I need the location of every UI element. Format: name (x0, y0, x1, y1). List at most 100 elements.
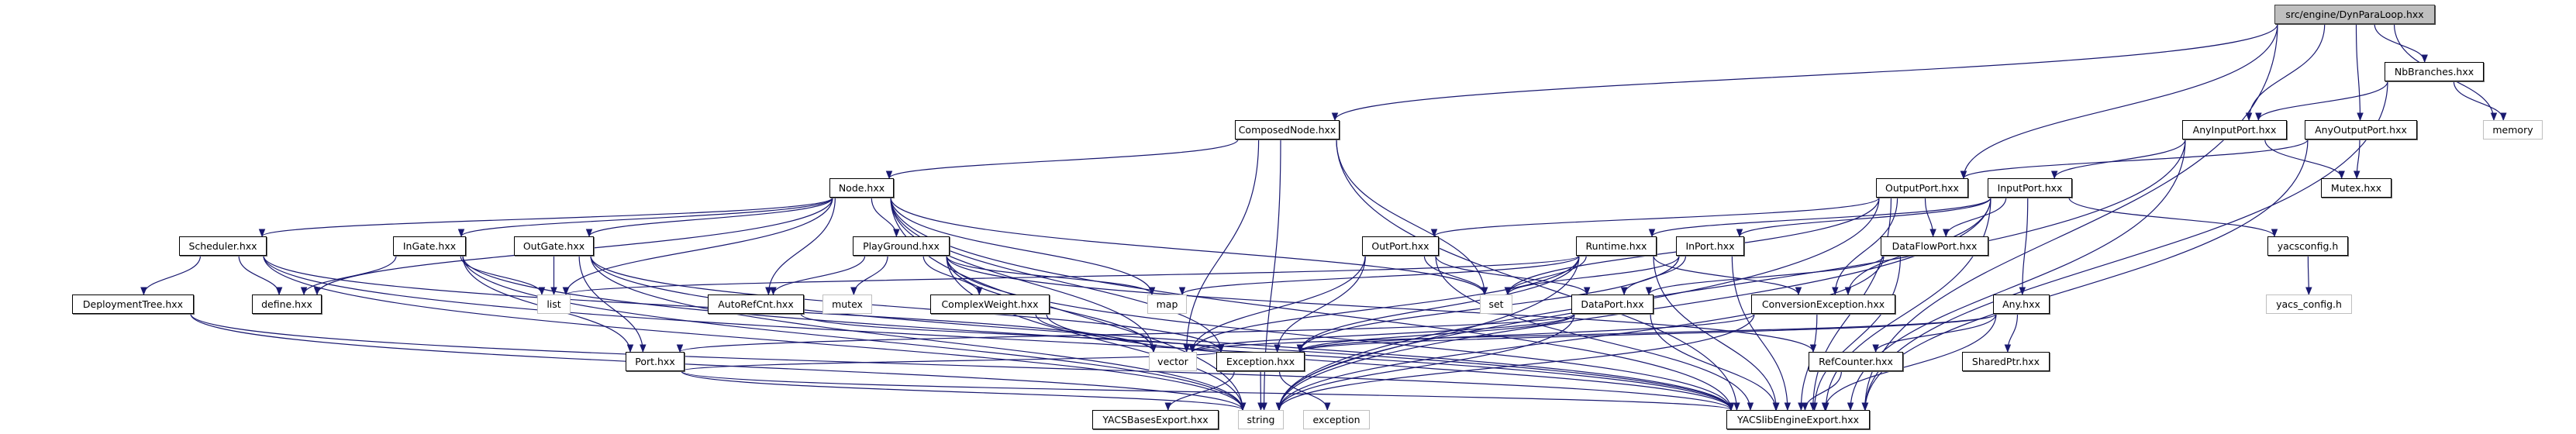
edge-Runtime-to-string (1275, 255, 1580, 412)
edge-OutPort-to-Exception (1274, 255, 1366, 353)
node-set: set (1480, 294, 1512, 314)
node-ingate[interactable]: InGate.hxx (393, 236, 466, 256)
node-exception[interactable]: Exception.hxx (1216, 352, 1305, 371)
edge-PlayGround-to-YACSlibEngineExport (946, 255, 1735, 412)
edge-Node-to-list (562, 197, 833, 296)
edge-Any-to-Exception (1297, 313, 1997, 353)
edge-Runtime-to-vector (1188, 255, 1580, 353)
node-refcounter[interactable]: RefCounter.hxx (1809, 352, 1903, 371)
node-port[interactable]: Port.hxx (626, 352, 685, 371)
edge-DataPort-to-Port (677, 313, 1575, 353)
edge-Exception-to-exception (1278, 370, 1331, 412)
edge-InPort-to-set (1504, 255, 1680, 296)
edge-DataPort-to-vector (1188, 313, 1575, 353)
node-nbbranches[interactable]: NbBranches.hxx (2385, 62, 2484, 81)
edge-Node-to-PlayGround (871, 197, 900, 238)
edge-ConversionException-to-Exception (1296, 313, 1755, 353)
edge-InGate-to-string (462, 255, 1247, 412)
edge-OutGate-to-YACSlibEngineExport (590, 255, 1735, 412)
edge-yacsconfig-to-yacs_config (2305, 255, 2312, 296)
node-yacsbasesexport[interactable]: YACSBasesExport.hxx (1092, 410, 1219, 429)
edge-InputPort-to-Runtime (1648, 197, 1991, 238)
edge-DeploymentTree-to-string (190, 313, 1247, 412)
edge-Exception-to-YACSBasesExport (1164, 370, 1235, 412)
edge-root-to-NbBranches (2374, 23, 2428, 64)
edge-Scheduler-to-DeploymentTree (140, 255, 202, 296)
edge-DataPort-to-YACSlibEngineExport (1650, 313, 1780, 412)
node-define[interactable]: define.hxx (252, 294, 322, 314)
edge-Any-to-RefCounter (1872, 313, 1997, 353)
edge-InPort-to-DataPort (1620, 255, 1687, 296)
edge-OutGate-to-string (590, 255, 1247, 412)
node-yacsconfig[interactable]: yacsconfig.h (2267, 236, 2348, 256)
node-outgate[interactable]: OutGate.hxx (514, 236, 594, 256)
edge-DataFlowPort-to-DataPort (1645, 255, 1885, 296)
edge-OutGate-to-Port (578, 255, 647, 353)
edge-PlayGround-to-ComplexWeight (922, 255, 983, 296)
edge-OutPort-to-vector (1188, 255, 1366, 353)
edge-DataPort-to-Exception (1296, 313, 1575, 353)
node-scheduler[interactable]: Scheduler.hxx (179, 236, 267, 256)
node-dataport[interactable]: DataPort.hxx (1571, 294, 1654, 314)
edge-Any-to-YACSlibEngineExport (1821, 313, 1997, 412)
node-outputport[interactable]: OutputPort.hxx (1876, 178, 1968, 198)
edge-InGate-to-list (460, 255, 546, 296)
node-outport[interactable]: OutPort.hxx (1362, 236, 1439, 256)
edge-InputPort-to-yacsconfig (2068, 197, 2278, 238)
edge-ComposedNode-to-Node (885, 139, 1239, 180)
edge-Runtime-to-ConversionException (1653, 255, 1802, 296)
node-autorefcnt[interactable]: AutoRefCnt.hxx (708, 294, 804, 314)
edge-OutputPort-to-OutPort (1430, 197, 1880, 238)
edge-root-to-OutputPort (1960, 23, 2278, 180)
edge-Runtime-to-YACSlibEngineExport (1653, 255, 1780, 412)
node-mutex[interactable]: Mutex.hxx (2321, 178, 2392, 198)
edge-AnyInputPort-to-InputPort (2050, 139, 2186, 180)
edge-DataPort-to-string (1275, 313, 1575, 412)
edge-OutPort-to-set (1423, 255, 1488, 296)
edge-ConversionException-to-string (1275, 313, 1755, 412)
node-vector: vector (1149, 352, 1197, 371)
edge-Port-to-YACSlibEngineExport (681, 370, 1734, 412)
edge-Node-to-vector (890, 197, 1157, 353)
edge-Node-to-set (890, 197, 1488, 296)
edge-ComplexWeight-to-vector (1035, 313, 1157, 353)
edge-Scheduler-to-define (238, 255, 283, 296)
node-playground[interactable]: PlayGround.hxx (853, 236, 950, 256)
node-exception: exception (1303, 410, 1370, 429)
edge-Any-to-vector (1189, 313, 1997, 353)
node-composednode[interactable]: ComposedNode.hxx (1235, 120, 1340, 140)
edge-InputPort-to-Any (2019, 197, 2029, 296)
node-complexweight[interactable]: ComplexWeight.hxx (930, 294, 1050, 314)
node-yacslibengineexport[interactable]: YACSlibEngineExport.hxx (1726, 410, 1870, 429)
node-deploymenttree[interactable]: DeploymentTree.hxx (72, 294, 194, 314)
node-anyinputport[interactable]: AnyInputPort.hxx (2182, 120, 2287, 140)
node-anyoutputport[interactable]: AnyOutputPort.hxx (2305, 120, 2417, 140)
edge-DeploymentTree-to-YACSlibEngineExport (190, 313, 1734, 412)
edge-ComposedNode-to-YACSlibEngineExport (1336, 139, 1740, 412)
edge-InputPort-to-DataFlowPort (1942, 197, 2007, 238)
edge-root-to-ComposedNode (1331, 23, 2278, 122)
edge-Port-to-string (681, 370, 1247, 412)
node-dataflowport[interactable]: DataFlowPort.hxx (1881, 236, 1988, 256)
node-conversionexception[interactable]: ConversionException.hxx (1751, 294, 1895, 314)
edge-PlayGround-to-AutoRefCnt (770, 255, 866, 296)
node-map: map (1147, 294, 1187, 314)
edge-root-to-YACSlibEngineExport (1861, 23, 2278, 412)
node-sharedptr[interactable]: SharedPtr.hxx (1962, 352, 2050, 371)
node-any[interactable]: Any.hxx (1993, 294, 2050, 314)
edge-OutputPort-to-DataFlowPort (1924, 197, 1936, 238)
node-node[interactable]: Node.hxx (829, 178, 894, 198)
edge-OutputPort-to-ConversionException (1831, 197, 1898, 296)
node-memory: memory (2483, 120, 2543, 140)
node-inputport[interactable]: InputPort.hxx (1988, 178, 2072, 198)
edge-AnyOutputPort-to-Mutex (2353, 139, 2360, 180)
edge-OutGate-to-Exception (590, 255, 1225, 353)
node-runtime[interactable]: Runtime.hxx (1576, 236, 1657, 256)
edge-Runtime-to-list (563, 255, 1580, 296)
edge-Node-to-Scheduler (259, 197, 833, 238)
node-inport[interactable]: InPort.hxx (1676, 236, 1744, 256)
edge-Runtime-to-map (1178, 255, 1580, 296)
edge-PlayGround-to-RefCounter (946, 255, 1817, 353)
edge-OutPort-to-YACSlibEngineExport (1435, 255, 1754, 412)
